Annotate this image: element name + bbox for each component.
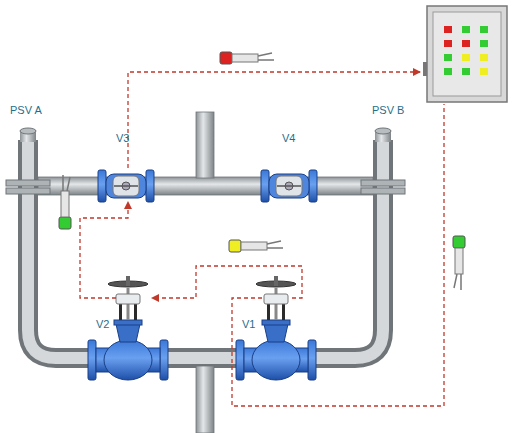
valve-label: PSV B: [372, 104, 404, 117]
valve-label: V2: [96, 318, 109, 331]
valve-label: V3: [116, 132, 129, 145]
valve-label: V4: [282, 132, 295, 145]
valve-label: PSV A: [10, 104, 42, 117]
valve-label: V1: [242, 318, 255, 331]
